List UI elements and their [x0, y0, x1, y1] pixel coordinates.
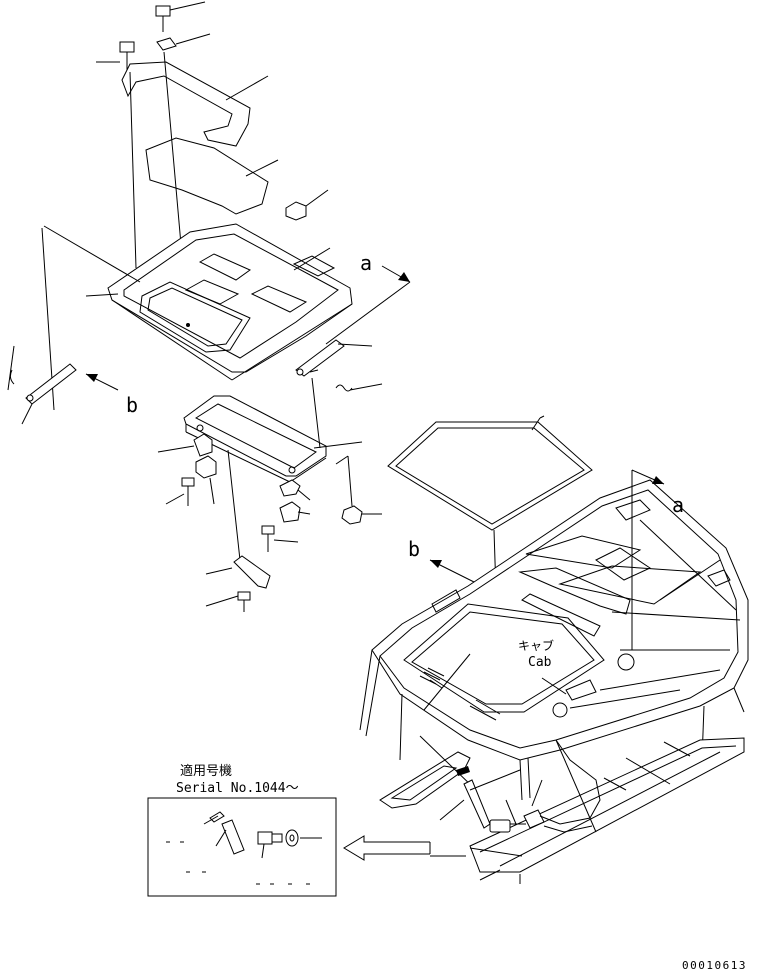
stay-rod-right	[295, 339, 383, 392]
view-label-b: b	[126, 393, 138, 417]
view-marker-a-top: a	[325, 251, 411, 345]
bracket-right	[279, 501, 311, 523]
roof-hatch-cover	[85, 223, 353, 381]
latch-bolt	[439, 769, 521, 829]
lower-handle	[205, 449, 271, 612]
latch-trim-left	[379, 653, 477, 809]
stay-rod-left: b	[7, 225, 141, 425]
serial-inset-box	[147, 797, 337, 897]
left-bolt	[96, 41, 135, 70]
view-label-a-cab: a	[672, 493, 684, 517]
serial-label-jp: 適用号機	[180, 763, 232, 779]
view-label-b-cab: b	[408, 537, 420, 561]
hinge-right	[279, 479, 311, 501]
nut-right	[335, 455, 382, 525]
inset-pointer-arrow	[343, 835, 466, 861]
hatch-frame-handle	[121, 61, 269, 147]
cab-lower-trim	[469, 737, 745, 884]
drawing-number: 00010613	[682, 959, 747, 972]
cover-nut	[285, 189, 329, 221]
bracket-left	[195, 455, 217, 505]
serial-label-en: Serial No.1044～	[176, 781, 299, 796]
bolt-left	[165, 477, 195, 506]
washer-plate	[156, 33, 211, 51]
top-bolt	[155, 1, 206, 32]
view-label-a: a	[360, 251, 372, 275]
cab-label-en: Cab	[528, 655, 552, 670]
cable-assembly	[489, 739, 601, 833]
bolt-right	[261, 525, 299, 552]
cab-label-jp: キャブ	[518, 638, 554, 653]
view-b-arrow-head	[430, 560, 442, 568]
cab: a キャブ Cab	[359, 469, 749, 801]
hatch-glass-panel	[145, 137, 279, 215]
hinge-left	[157, 433, 213, 457]
assembly-guide-line	[129, 71, 137, 269]
